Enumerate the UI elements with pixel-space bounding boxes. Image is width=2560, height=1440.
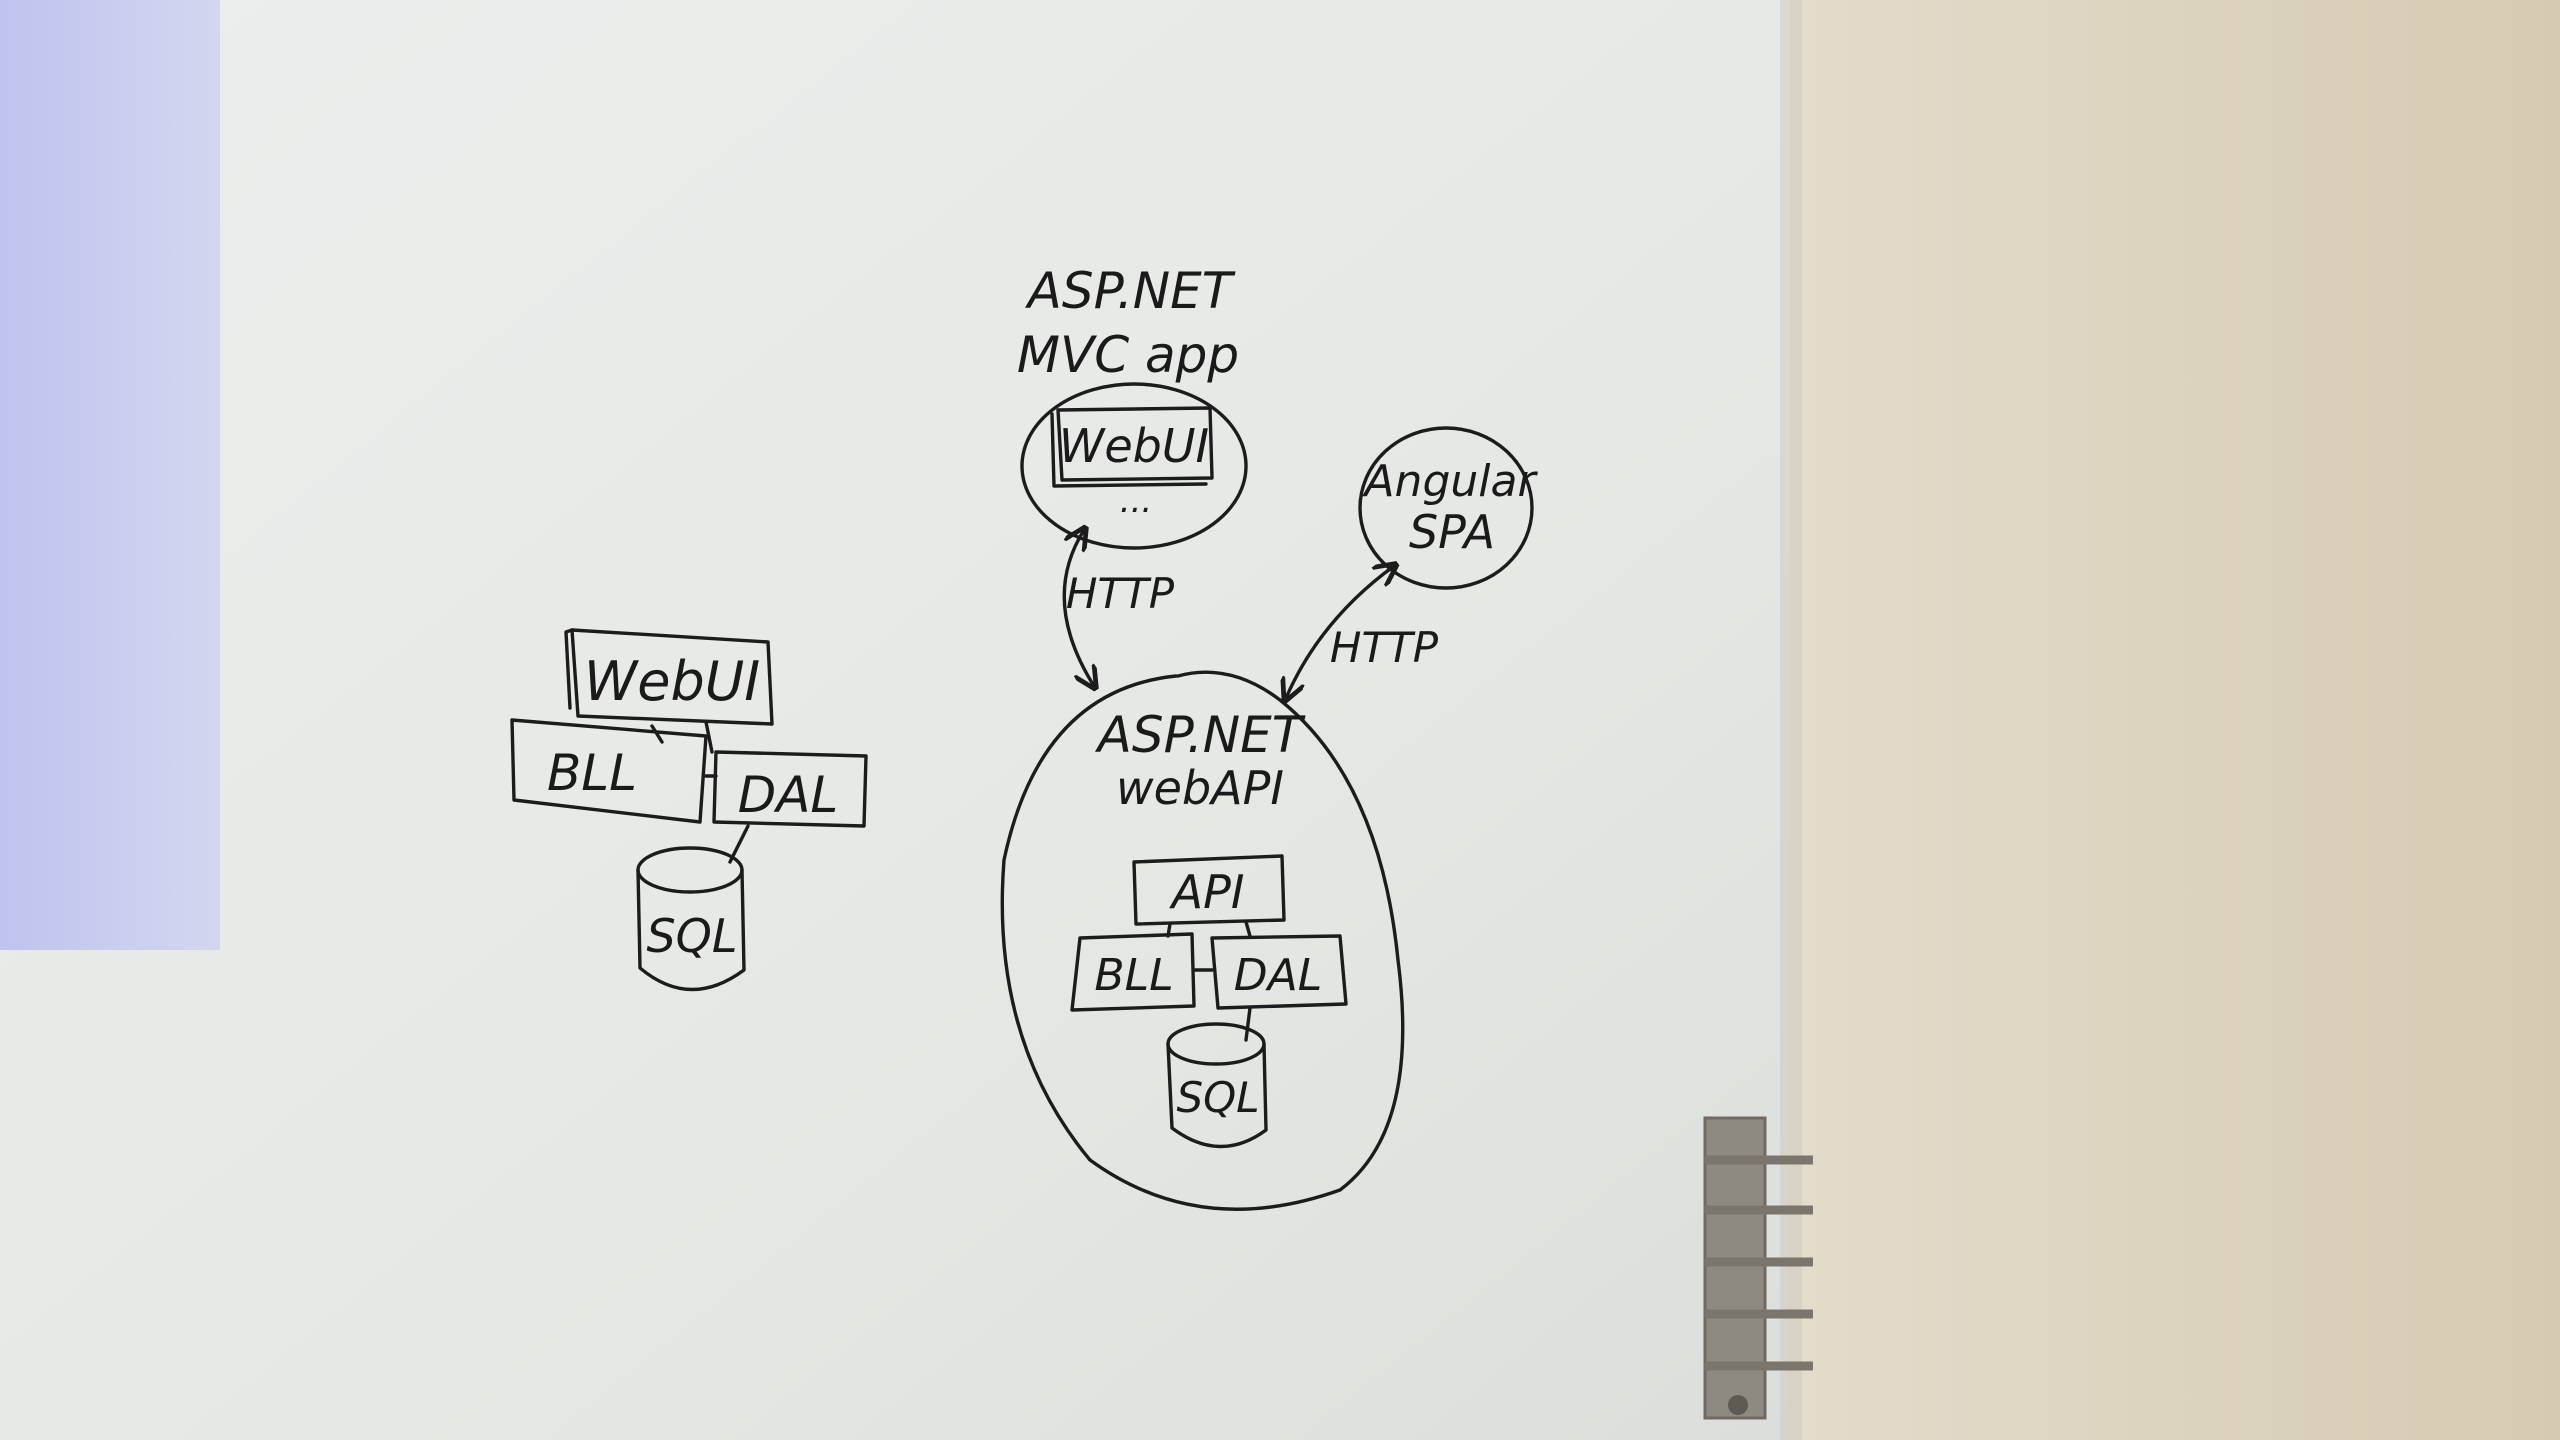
web-api-dal-sql-link <box>1244 1006 1252 1042</box>
http-left-label: HTTP <box>1066 569 1175 618</box>
angular-circle <box>1358 426 1534 590</box>
left-bll-label: BLL <box>547 744 637 802</box>
mvc-ellipsis: ... <box>1120 481 1152 521</box>
web-api-node: ASP.NET webAPI API BLL DAL SQL <box>1000 670 1405 1211</box>
whiteboard-surface <box>0 0 1790 1440</box>
wall-edge <box>1780 0 1802 1440</box>
left-dal-label: DAL <box>738 766 839 824</box>
http-link-mvc: HTTP <box>1062 530 1175 686</box>
mvc-webui-label: WebUI <box>1059 419 1209 473</box>
left-sql-label: SQL <box>646 909 737 963</box>
web-api-dal-box: DAL <box>1210 934 1348 1010</box>
left-webui-box: WebUI <box>564 628 774 726</box>
web-api-sql-label: SQL <box>1176 1073 1259 1122</box>
mvc-title-line1: ASP.NET <box>1025 262 1236 320</box>
mvc-circle <box>1020 382 1248 550</box>
left-bll-box: BLL <box>510 718 708 824</box>
http-link-angular: HTTP <box>1286 566 1439 698</box>
web-api-outline <box>1000 670 1405 1211</box>
wall <box>1790 0 2560 1440</box>
angular-line2: SPA <box>1409 505 1495 559</box>
projected-light <box>0 0 220 950</box>
web-api-sql-cylinder: SQL <box>1166 1022 1268 1149</box>
web-api-title-line1: ASP.NET <box>1095 706 1306 764</box>
web-api-dal-label: DAL <box>1234 950 1323 1001</box>
left-monolith: WebUI BLL DAL SQL <box>510 628 868 992</box>
mvc-webui-box: WebUI <box>1050 406 1214 488</box>
web-api-title-line2: webAPI <box>1116 761 1284 815</box>
web-api-bll-label: BLL <box>1094 950 1173 1001</box>
api-label: API <box>1169 865 1245 919</box>
api-box: API <box>1132 854 1286 926</box>
mvc-title-line2: MVC app <box>1017 326 1239 384</box>
left-webui-bll-link <box>650 724 664 744</box>
angular-spa-node: Angular SPA <box>1358 426 1538 590</box>
left-dal-box: DAL <box>712 750 868 828</box>
web-api-bll-box: BLL <box>1070 932 1196 1012</box>
mvc-app-node: ASP.NET MVC app WebUI ... <box>1017 262 1248 550</box>
left-webui-label: WebUI <box>584 650 760 713</box>
left-sql-cylinder: SQL <box>636 846 746 992</box>
angular-line1: Angular <box>1361 456 1538 507</box>
left-webui-dal-link <box>704 720 714 754</box>
wall-vent <box>1703 1116 1813 1420</box>
http-right-label: HTTP <box>1330 623 1439 672</box>
